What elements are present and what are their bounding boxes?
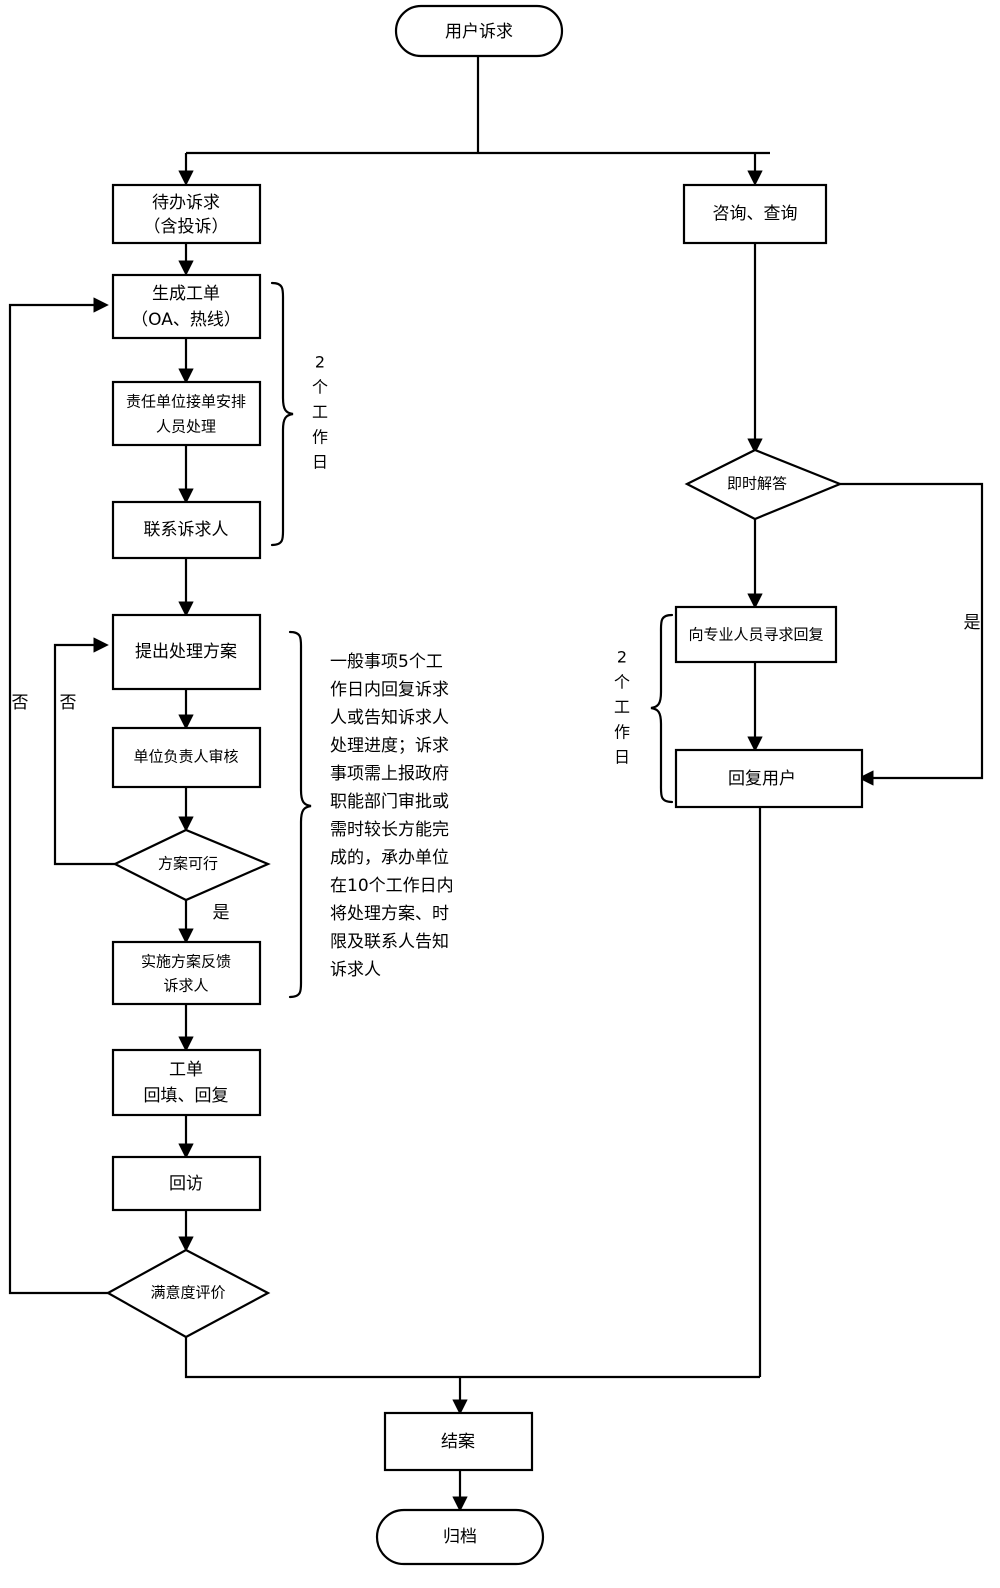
brace-left-top-label-5: 日 (312, 453, 328, 472)
brace-left-note-line-9: 在10个工作日内 (330, 876, 454, 896)
brace-left-note-line-8: 成的，承办单位 (330, 848, 449, 868)
edge-satisfaction-no-loop (8, 297, 109, 1295)
node-start[interactable]: 用户诉求 (394, 4, 564, 58)
node-assign-staff-label-1: 责任单位接单安排 (126, 393, 246, 411)
node-follow-up[interactable]: 回访 (111, 1155, 262, 1212)
brace-right-label-3: 工 (614, 698, 630, 717)
node-pending-label-1: 待办诉求 (152, 193, 220, 213)
edge-instant-yes-to-reply (840, 482, 984, 786)
node-ticket-fill[interactable]: 工单 回填、回复 (111, 1048, 262, 1117)
node-assign-staff[interactable]: 责任单位接单安排 人员处理 (111, 380, 262, 447)
brace-left-note-line-4: 处理进度；诉求 (330, 736, 449, 756)
brace-left-top-label-3: 工 (312, 403, 328, 422)
brace-right: 2 个 工 作 日 (614, 613, 674, 804)
node-create-ticket-label-1: 生成工单 (152, 284, 220, 304)
brace-left-top-label-2: 个 (312, 378, 328, 397)
node-create-ticket-label-2: （OA、热线） (131, 310, 241, 330)
brace-left-top-label-4: 作 (312, 428, 328, 447)
node-implement-plan[interactable]: 实施方案反馈 诉求人 (111, 940, 262, 1006)
brace-left-top-label-1: 2 (315, 353, 325, 372)
node-propose-plan[interactable]: 提出处理方案 (111, 613, 262, 691)
brace-right-label-5: 日 (614, 748, 630, 767)
node-reply-user[interactable]: 回复用户 (674, 748, 864, 809)
node-archive[interactable]: 归档 (375, 1508, 545, 1566)
brace-left-note: 一般事项5个工 作日内回复诉求 人或告知诉求人 处理进度；诉求 事项需上报政府 … (288, 630, 454, 999)
brace-left-note-line-12: 诉求人 (330, 960, 381, 980)
brace-right-label-1: 2 (617, 648, 627, 667)
node-seek-expert-label: 向专业人员寻求回复 (688, 626, 823, 644)
node-archive-label: 归档 (443, 1527, 477, 1547)
edge-label-no-outer: 否 (12, 693, 29, 713)
node-implement-plan-label-1: 实施方案反馈 (141, 953, 231, 971)
node-instant-answer-label: 即时解答 (727, 475, 787, 493)
node-plan-feasible[interactable]: 方案可行 (112, 828, 271, 902)
node-plan-feasible-label: 方案可行 (158, 855, 218, 873)
node-ticket-fill-label-1: 工单 (169, 1060, 203, 1080)
edge-label-yes-answer: 是 (964, 613, 981, 633)
node-implement-plan-label-2: 诉求人 (163, 977, 208, 995)
edge-label-yes-plan: 是 (213, 903, 230, 923)
node-propose-plan-label: 提出处理方案 (135, 642, 237, 662)
brace-left-top: 2 个 工 作 日 (270, 281, 328, 547)
node-consult-label: 咨询、查询 (713, 204, 798, 224)
node-contact-person[interactable]: 联系诉求人 (111, 500, 262, 560)
brace-right-label-4: 作 (614, 723, 630, 742)
node-close-case-label: 结案 (441, 1432, 475, 1452)
brace-left-note-line-3: 人或告知诉求人 (330, 708, 449, 728)
node-consult[interactable]: 咨询、查询 (682, 183, 828, 245)
brace-left-note-line-5: 事项需上报政府 (330, 764, 449, 784)
node-ticket-fill-label-2: 回填、回复 (144, 1086, 229, 1106)
edge-feasible-no-loop (53, 637, 115, 866)
node-start-label: 用户诉求 (445, 22, 513, 42)
node-instant-answer[interactable]: 即时解答 (684, 448, 843, 521)
brace-right-label-2: 个 (614, 673, 630, 692)
node-leader-review-label: 单位负责人审核 (133, 748, 238, 766)
node-close-case[interactable]: 结案 (383, 1411, 534, 1472)
node-follow-up-label: 回访 (169, 1174, 203, 1194)
node-pending-label-2: （含投诉） (144, 217, 229, 237)
brace-left-note-line-2: 作日内回复诉求 (330, 680, 449, 700)
node-pending[interactable]: 待办诉求 （含投诉） (111, 183, 262, 245)
edge-satisfaction-to-merge (184, 1337, 760, 1379)
edge-label-no-inner: 否 (60, 693, 77, 713)
node-leader-review[interactable]: 单位负责人审核 (111, 726, 262, 789)
brace-left-note-line-10: 将处理方案、时 (330, 904, 449, 924)
brace-left-note-line-1: 一般事项5个工 (330, 652, 443, 672)
node-reply-user-label: 回复用户 (728, 769, 796, 789)
node-satisfaction[interactable]: 满意度评价 (105, 1248, 271, 1339)
node-contact-person-label: 联系诉求人 (144, 520, 229, 540)
node-satisfaction-label: 满意度评价 (150, 1284, 225, 1302)
brace-left-note-line-11: 限及联系人告知 (330, 932, 449, 952)
brace-left-note-line-6: 职能部门审批或 (330, 792, 449, 812)
node-create-ticket[interactable]: 生成工单 （OA、热线） (111, 273, 262, 340)
node-seek-expert[interactable]: 向专业人员寻求回复 (674, 605, 838, 664)
brace-left-note-line-7: 需时较长方能完 (330, 820, 449, 840)
node-assign-staff-label-2: 人员处理 (156, 418, 216, 436)
